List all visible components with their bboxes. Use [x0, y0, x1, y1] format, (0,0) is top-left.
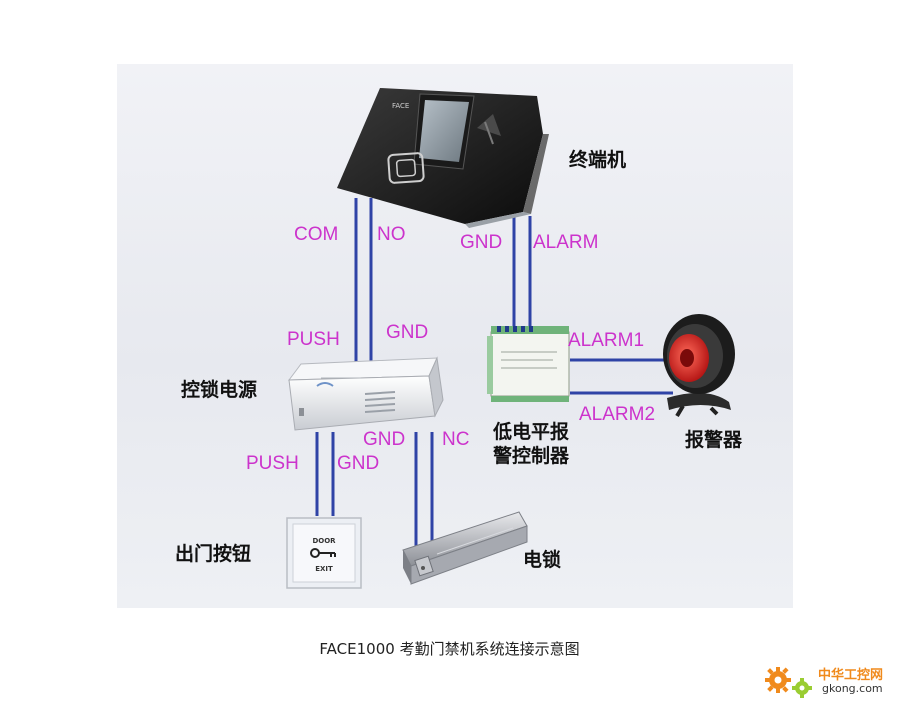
face-terminal-icon: FACE: [337, 88, 549, 228]
diagram-panel: FACE: [117, 64, 793, 608]
node-controller-line1: 低电平报: [492, 420, 569, 443]
door-text: DOOR: [312, 537, 336, 545]
label-alarm1: ALARM1: [568, 330, 644, 351]
node-electric-lock: 电锁: [523, 548, 561, 571]
label-gnd-lock: GND: [363, 429, 405, 450]
terminal-brand: FACE: [392, 102, 409, 110]
lock-power-supply-icon: [287, 356, 444, 431]
label-gnd-power: GND: [386, 322, 428, 343]
siren-icon: [663, 314, 735, 418]
figure-caption: FACE1000 考勤门禁机系统连接示意图: [319, 640, 580, 658]
node-lock-power: 控锁电源: [181, 378, 257, 401]
node-controller-line2: 警控制器: [493, 444, 570, 467]
wires: [315, 198, 673, 552]
watermark: 中华工控网 gkong.com: [762, 656, 892, 706]
label-push-button: PUSH: [246, 453, 299, 474]
watermark-title: 中华工控网: [818, 668, 884, 683]
exit-button-icon: DOOR EXIT: [286, 517, 362, 589]
node-terminal: 终端机: [569, 148, 626, 171]
gear-icon: [765, 667, 812, 698]
label-alarm2: ALARM2: [579, 404, 655, 425]
exit-text: EXIT: [315, 565, 333, 573]
label-no: NO: [377, 224, 406, 245]
label-alarm: ALARM: [533, 232, 598, 253]
connection-diagram: FACE: [175, 88, 743, 589]
electric-lock-icon: [402, 511, 528, 585]
key-icon: [310, 548, 336, 558]
alarm-controller-icon: [487, 326, 570, 402]
label-push-power: PUSH: [287, 329, 340, 350]
label-gnd-button: GND: [337, 453, 379, 474]
node-exit-button: 出门按钮: [175, 542, 251, 565]
label-nc: NC: [442, 429, 469, 450]
watermark-url: gkong.com: [822, 682, 883, 695]
label-com: COM: [294, 224, 338, 245]
label-gnd-terminal: GND: [460, 232, 502, 253]
node-alarm-siren: 报警器: [685, 428, 743, 451]
